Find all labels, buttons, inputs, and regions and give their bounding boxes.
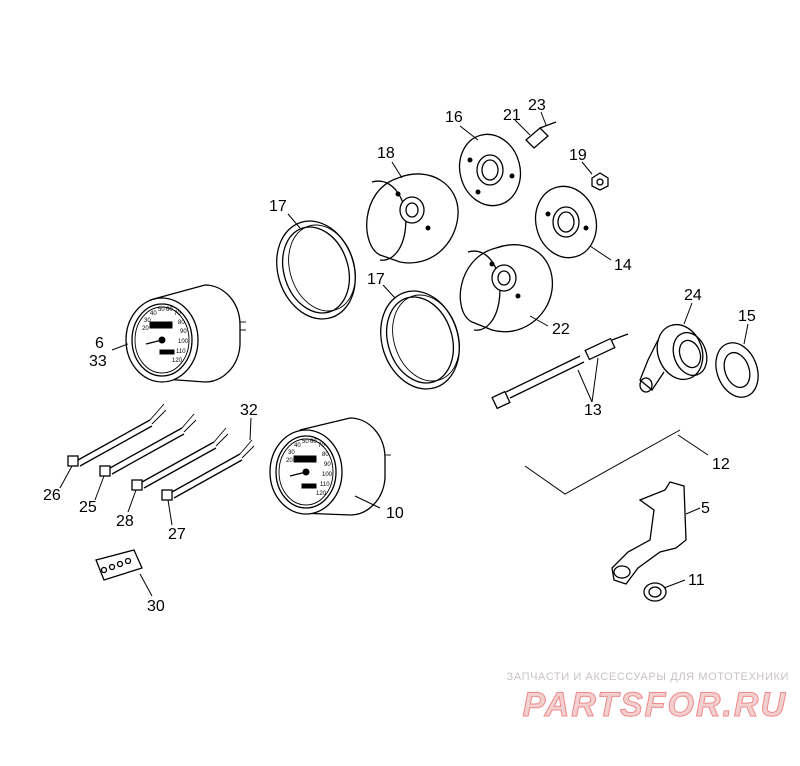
dial-scale-top: 20 30 40 50 60 70 80 90 100 110 120: [142, 307, 189, 364]
callout-16: 16: [445, 109, 463, 126]
bezel-ring-17-upper: [276, 220, 356, 320]
dial-tick: 20: [142, 326, 149, 332]
callout-27: 27: [168, 526, 186, 543]
callout-25: 25: [79, 499, 97, 516]
callout-26: 26: [43, 487, 61, 504]
callout-23: 23: [528, 97, 546, 114]
callout-10: 10: [386, 505, 404, 522]
callout-17-upper: 17: [269, 198, 287, 215]
bulb-harness-25: [99, 413, 197, 477]
callout-17-lower: 17: [367, 271, 385, 288]
nut-19: [591, 172, 609, 191]
bulb-harness-26: [67, 403, 167, 467]
dial-tick: 110: [320, 482, 330, 488]
connector-30: [95, 549, 143, 581]
kit-bracket-12: [524, 429, 681, 495]
bulb-harness-28: [131, 427, 229, 491]
dial-tick: 70: [318, 443, 325, 449]
callout-15: 15: [738, 308, 756, 325]
watermark-logo: PARTSFOR.RU: [522, 686, 787, 725]
callout-12: 12: [712, 456, 730, 473]
callout-14: 14: [614, 257, 632, 274]
dial-tick: 30: [288, 450, 295, 456]
speedometer-10: [269, 417, 391, 516]
callout-11: 11: [688, 572, 705, 589]
dial-tick: 60: [310, 439, 317, 445]
washer-15: [715, 342, 759, 398]
callout-22: 22: [552, 321, 570, 338]
callout-6: 6: [95, 335, 104, 352]
callout-13: 13: [584, 402, 602, 419]
dial-tick: 120: [316, 491, 327, 497]
dial-tick: 100: [322, 472, 333, 478]
grommet-11: [643, 582, 667, 602]
mounting-plate-14: [534, 185, 598, 259]
callout-24: 24: [684, 287, 702, 304]
watermark-tagline: ЗАПЧАСТИ И АКСЕССУАРЫ ДЛЯ МОТОТЕХНИКИ: [506, 671, 789, 683]
dial-tick: 80: [322, 452, 329, 458]
callout-21: 21: [503, 107, 521, 124]
dial-tick: 30: [144, 318, 151, 324]
dial-tick: 120: [172, 358, 183, 364]
bulb-harness-27: [161, 439, 255, 501]
bulb-socket-21: [525, 121, 557, 149]
leader-lines: [59, 111, 749, 597]
dial-tick: 40: [294, 443, 301, 449]
dial-tick: 100: [178, 339, 189, 345]
callout-labels: 6 33 10 17 17 18 16 21 23 19 14 22 24 15…: [43, 97, 756, 615]
dial-tick: 90: [324, 462, 331, 468]
bezel-ring-17-lower: [380, 290, 460, 390]
dial-tick: 40: [150, 311, 157, 317]
callout-30: 30: [147, 598, 165, 615]
dial-scale-bottom: 20 30 40 50 60 70 80 90 100 110 120: [286, 439, 333, 497]
dial-tick: 50: [158, 307, 165, 313]
dial-tick: 50: [302, 439, 309, 445]
speedometer-6-33: [125, 284, 246, 383]
dial-tick: 60: [166, 307, 173, 313]
housing-cup-22: [459, 244, 554, 333]
dial-tick: 70: [174, 311, 181, 317]
bracket-5: [611, 481, 687, 585]
callout-18: 18: [377, 145, 395, 162]
callout-28: 28: [116, 513, 134, 530]
housing-cup-18: [366, 173, 459, 264]
dial-tick: 20: [286, 458, 293, 464]
callout-5: 5: [701, 500, 710, 517]
speedo-drive-24: [639, 323, 708, 393]
callout-32: 32: [240, 402, 258, 419]
mounting-plate-16: [458, 133, 522, 207]
dial-tick: 80: [178, 320, 185, 326]
speedo-cable-13: [491, 333, 629, 410]
callout-33: 33: [89, 353, 107, 370]
callout-19: 19: [569, 147, 587, 164]
dial-tick: 110: [176, 349, 186, 355]
dial-tick: 90: [180, 329, 187, 335]
